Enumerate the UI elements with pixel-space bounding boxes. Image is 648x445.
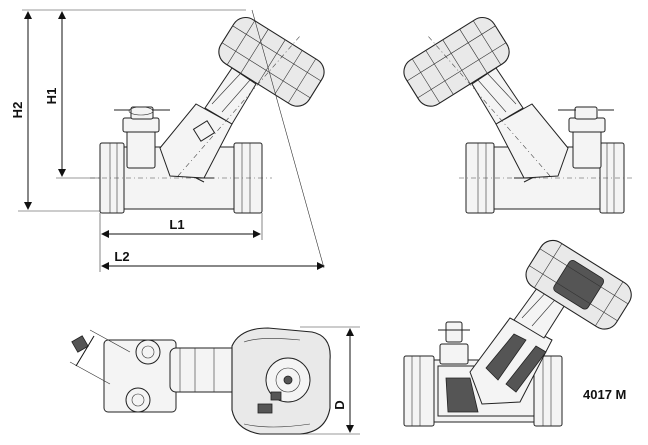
l2-label: L2: [114, 249, 129, 264]
test-port: [126, 129, 156, 169]
h2-label: H2: [10, 102, 25, 119]
size-tag: [71, 335, 89, 353]
stem: [204, 67, 257, 125]
dimension-lines: [18, 9, 325, 272]
rear-view: [403, 16, 632, 214]
h1-label: H1: [44, 88, 59, 105]
l1-label: L1: [169, 217, 184, 232]
d-label: D: [332, 400, 347, 409]
handwheel: [218, 16, 325, 107]
model-code: 4017 M: [583, 387, 627, 402]
inclined-bonnet: [159, 103, 233, 179]
front-view: [90, 16, 325, 214]
top-view: [69, 327, 331, 435]
d-dimension: [300, 326, 360, 435]
section-handwheel: [525, 239, 632, 330]
section-view: [403, 239, 632, 427]
